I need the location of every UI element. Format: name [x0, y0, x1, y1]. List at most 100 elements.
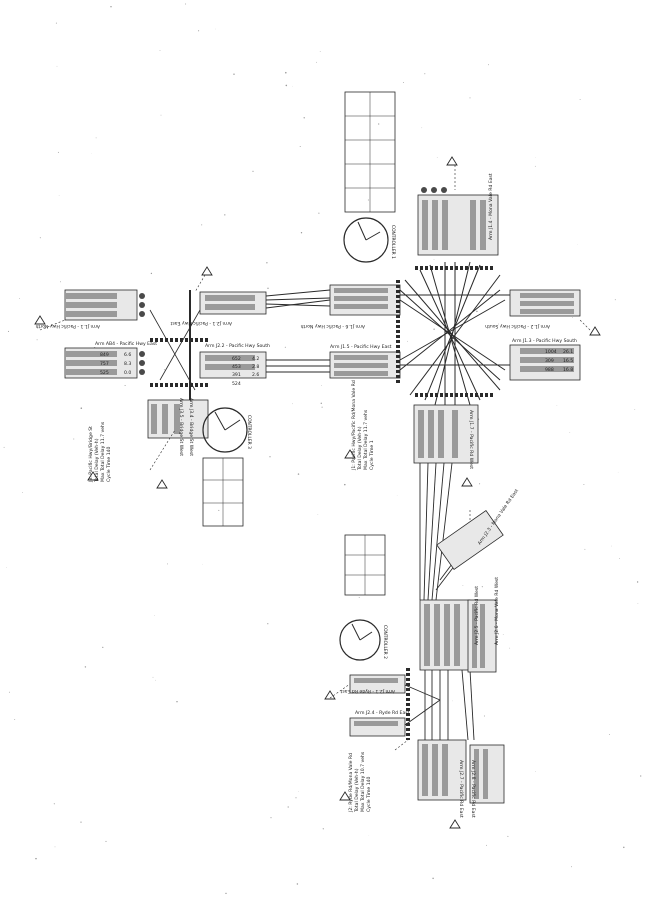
speckle-dot	[297, 473, 300, 475]
speckle-dot	[424, 73, 426, 75]
phase-table-top	[344, 91, 396, 213]
speckle-dot	[3, 446, 5, 448]
speckle-dot	[163, 369, 165, 371]
speckle-dot	[535, 771, 536, 772]
speckle-dot	[36, 339, 38, 341]
speckle-dot	[502, 634, 504, 636]
arm-label: Arm J1.5 - Pacific Hwy East	[330, 344, 392, 350]
speckle-dot	[462, 585, 464, 587]
speckle-dot	[623, 846, 625, 849]
note-line: Cycle Time 140	[106, 446, 112, 482]
arm-label: Arm J1.2 - Pacific Hwy South	[485, 323, 550, 329]
speckle-dot	[296, 883, 299, 885]
warning-icons	[34, 156, 601, 829]
value: 16.8	[563, 367, 573, 373]
summary-note-j2: J2: Ryde Rd/Mona Vale Rd Total Delay (Ve…	[348, 751, 372, 813]
speckle-dot	[110, 6, 112, 8]
value: 2.6	[252, 372, 259, 378]
speckle-dot	[300, 232, 303, 234]
warning-triangle-icon	[449, 819, 461, 829]
speckle-dot	[583, 484, 585, 486]
note-title: J1: Pacific Hwy/Pacific Rd/Mona Vale Rd	[351, 380, 357, 471]
arm-label: Arm J2.1 - Pacific Hwy East	[170, 320, 232, 326]
speckle-dot	[80, 821, 82, 823]
speckle-dot	[39, 237, 41, 239]
warning-triangle-icon	[446, 156, 458, 166]
speckle-dot	[73, 438, 75, 440]
speckle-dot	[180, 324, 182, 326]
speckle-dot	[498, 323, 500, 325]
note-line: Max Total Delay 11.7 vehs	[363, 409, 369, 470]
speckle-dot	[637, 603, 639, 604]
value: 0.0	[124, 370, 131, 376]
warning-triangle-icon	[461, 477, 473, 487]
speckle-dot	[218, 509, 220, 511]
value: 309	[545, 358, 554, 364]
speckle-dot	[154, 615, 155, 616]
speckle-dot	[198, 30, 200, 32]
speckle-dot	[95, 137, 97, 139]
summary-note-j1: J1: Pacific Hwy/Pacific Rd/Mona Vale Rd …	[351, 380, 375, 471]
controller-label: CONTROLLER 1	[390, 225, 396, 259]
speckle-dot	[159, 49, 161, 51]
arm-label: Arm J1.3 - Pacific Hwy South	[512, 338, 577, 344]
speckle-dot	[284, 346, 286, 348]
speckle-dot	[287, 806, 289, 808]
speckle-dot	[433, 259, 435, 260]
speckle-dot	[150, 272, 153, 275]
warning-triangle-icon	[344, 449, 356, 459]
speckle-dot	[269, 456, 271, 458]
speckle-dot	[225, 892, 227, 895]
speckle-dot	[556, 405, 558, 406]
arm-label: Arm J2.6 - Mona Vale Rd West	[494, 577, 500, 645]
speckle-dot	[8, 691, 10, 693]
speckle-dot	[7, 330, 10, 332]
arm-label: Arm J3.4 - Bridge St West	[188, 398, 194, 456]
value: 525	[100, 370, 109, 376]
arm-labels: Arm AB4 - Pacific Hwy East Arm J2.2 - Pa…	[35, 173, 577, 818]
speckle-dot	[344, 483, 346, 486]
value: 4.2	[252, 356, 259, 362]
junction-j2	[329, 509, 505, 804]
speckle-dot	[152, 676, 154, 678]
speckle-dot	[252, 170, 254, 172]
junction-j1	[329, 165, 591, 464]
arm-label: Arm J2.4 - Ryde Rd East	[355, 710, 410, 716]
speckle-dot	[614, 299, 616, 301]
speckle-dot	[124, 384, 126, 387]
junction-j3	[39, 274, 267, 471]
value: 2.8	[252, 364, 259, 370]
speckle-dot	[320, 402, 322, 404]
speckle-dot	[362, 447, 364, 448]
value: 1004	[545, 349, 557, 355]
speckle-dot	[295, 797, 297, 799]
controller-label: CONTROLLER 3	[246, 415, 252, 449]
note-line: Cycle Time 140	[366, 776, 372, 812]
value: 453	[232, 364, 241, 370]
speckle-dot	[619, 558, 620, 559]
speckle-dot	[266, 262, 268, 264]
speckle-dot	[14, 718, 16, 720]
arm-label: Arm J2.8 - Pacific Rd East	[470, 760, 476, 818]
arm-label: Arm J1.7 - Pacific Rd West	[468, 410, 474, 469]
speckle-dot	[319, 51, 321, 52]
speckle-dot	[316, 61, 317, 63]
speckle-dot	[56, 65, 58, 67]
speckle-dot	[105, 840, 107, 842]
note-line: Max Total Delay 11.7 vehs	[100, 421, 106, 482]
value: 6.6	[124, 352, 131, 358]
speckle-dot	[155, 679, 156, 681]
speckle-dot	[233, 73, 235, 75]
speckle-dot	[469, 97, 471, 99]
value: 757	[100, 361, 109, 367]
speckle-dot	[84, 666, 87, 668]
warning-triangle-icon	[324, 690, 336, 700]
speckle-dot	[18, 298, 20, 299]
speckle-dot	[60, 324, 62, 326]
speckle-dot	[55, 22, 57, 24]
controller-label: CONTROLLER 2	[382, 625, 388, 659]
arm-label: Arm J3.5 - Bridge St West	[178, 398, 184, 456]
speckle-dot	[579, 98, 581, 100]
speckle-dot	[53, 803, 55, 805]
speckle-dot	[318, 212, 320, 214]
